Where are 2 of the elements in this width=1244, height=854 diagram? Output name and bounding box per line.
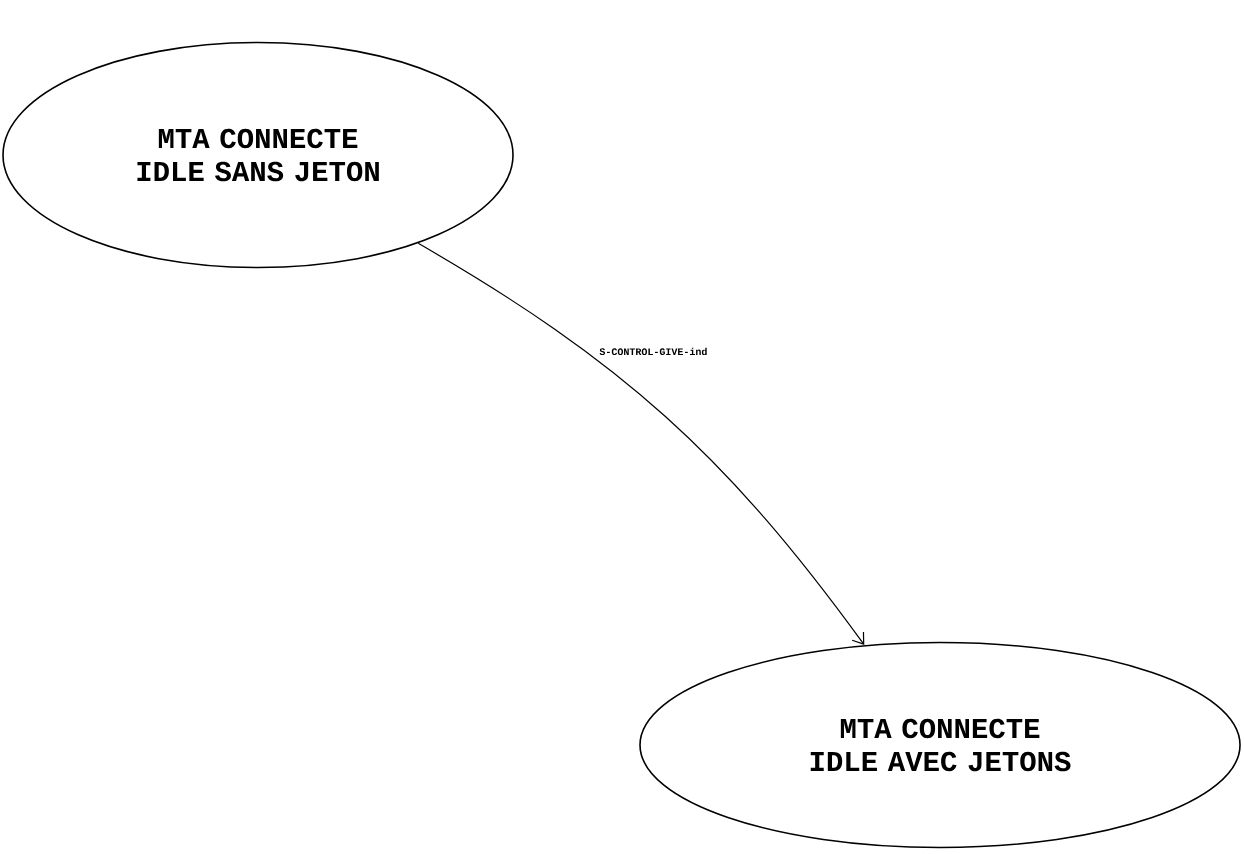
arrow bbox=[417, 242, 865, 646]
edge-label: S-CONTROL-GIVE-ind bbox=[598, 346, 709, 357]
